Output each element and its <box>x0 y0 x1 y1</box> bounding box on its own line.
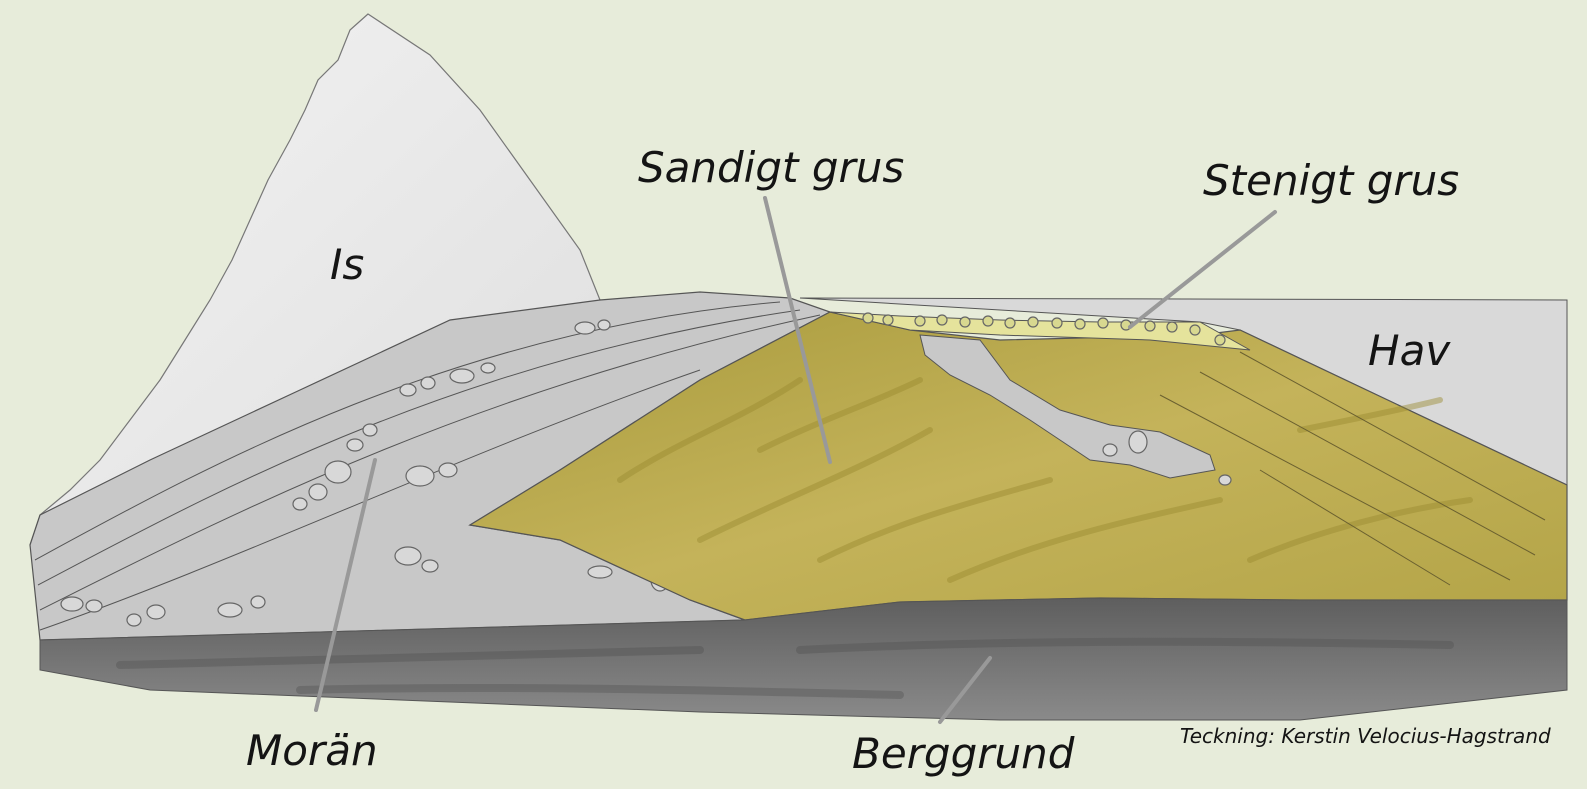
label-sea: Hav <box>1368 330 1450 372</box>
label-sandy-gravel: Sandigt grus <box>638 147 904 189</box>
label-bedrock: Berggrund <box>852 733 1074 775</box>
label-stony-gravel: Stenigt grus <box>1203 160 1459 202</box>
label-moraine: Morän <box>246 730 378 772</box>
label-ice: Is <box>330 244 364 286</box>
illustration-credit: Teckning: Kerstin Velocius-Hagstrand <box>1180 726 1551 746</box>
